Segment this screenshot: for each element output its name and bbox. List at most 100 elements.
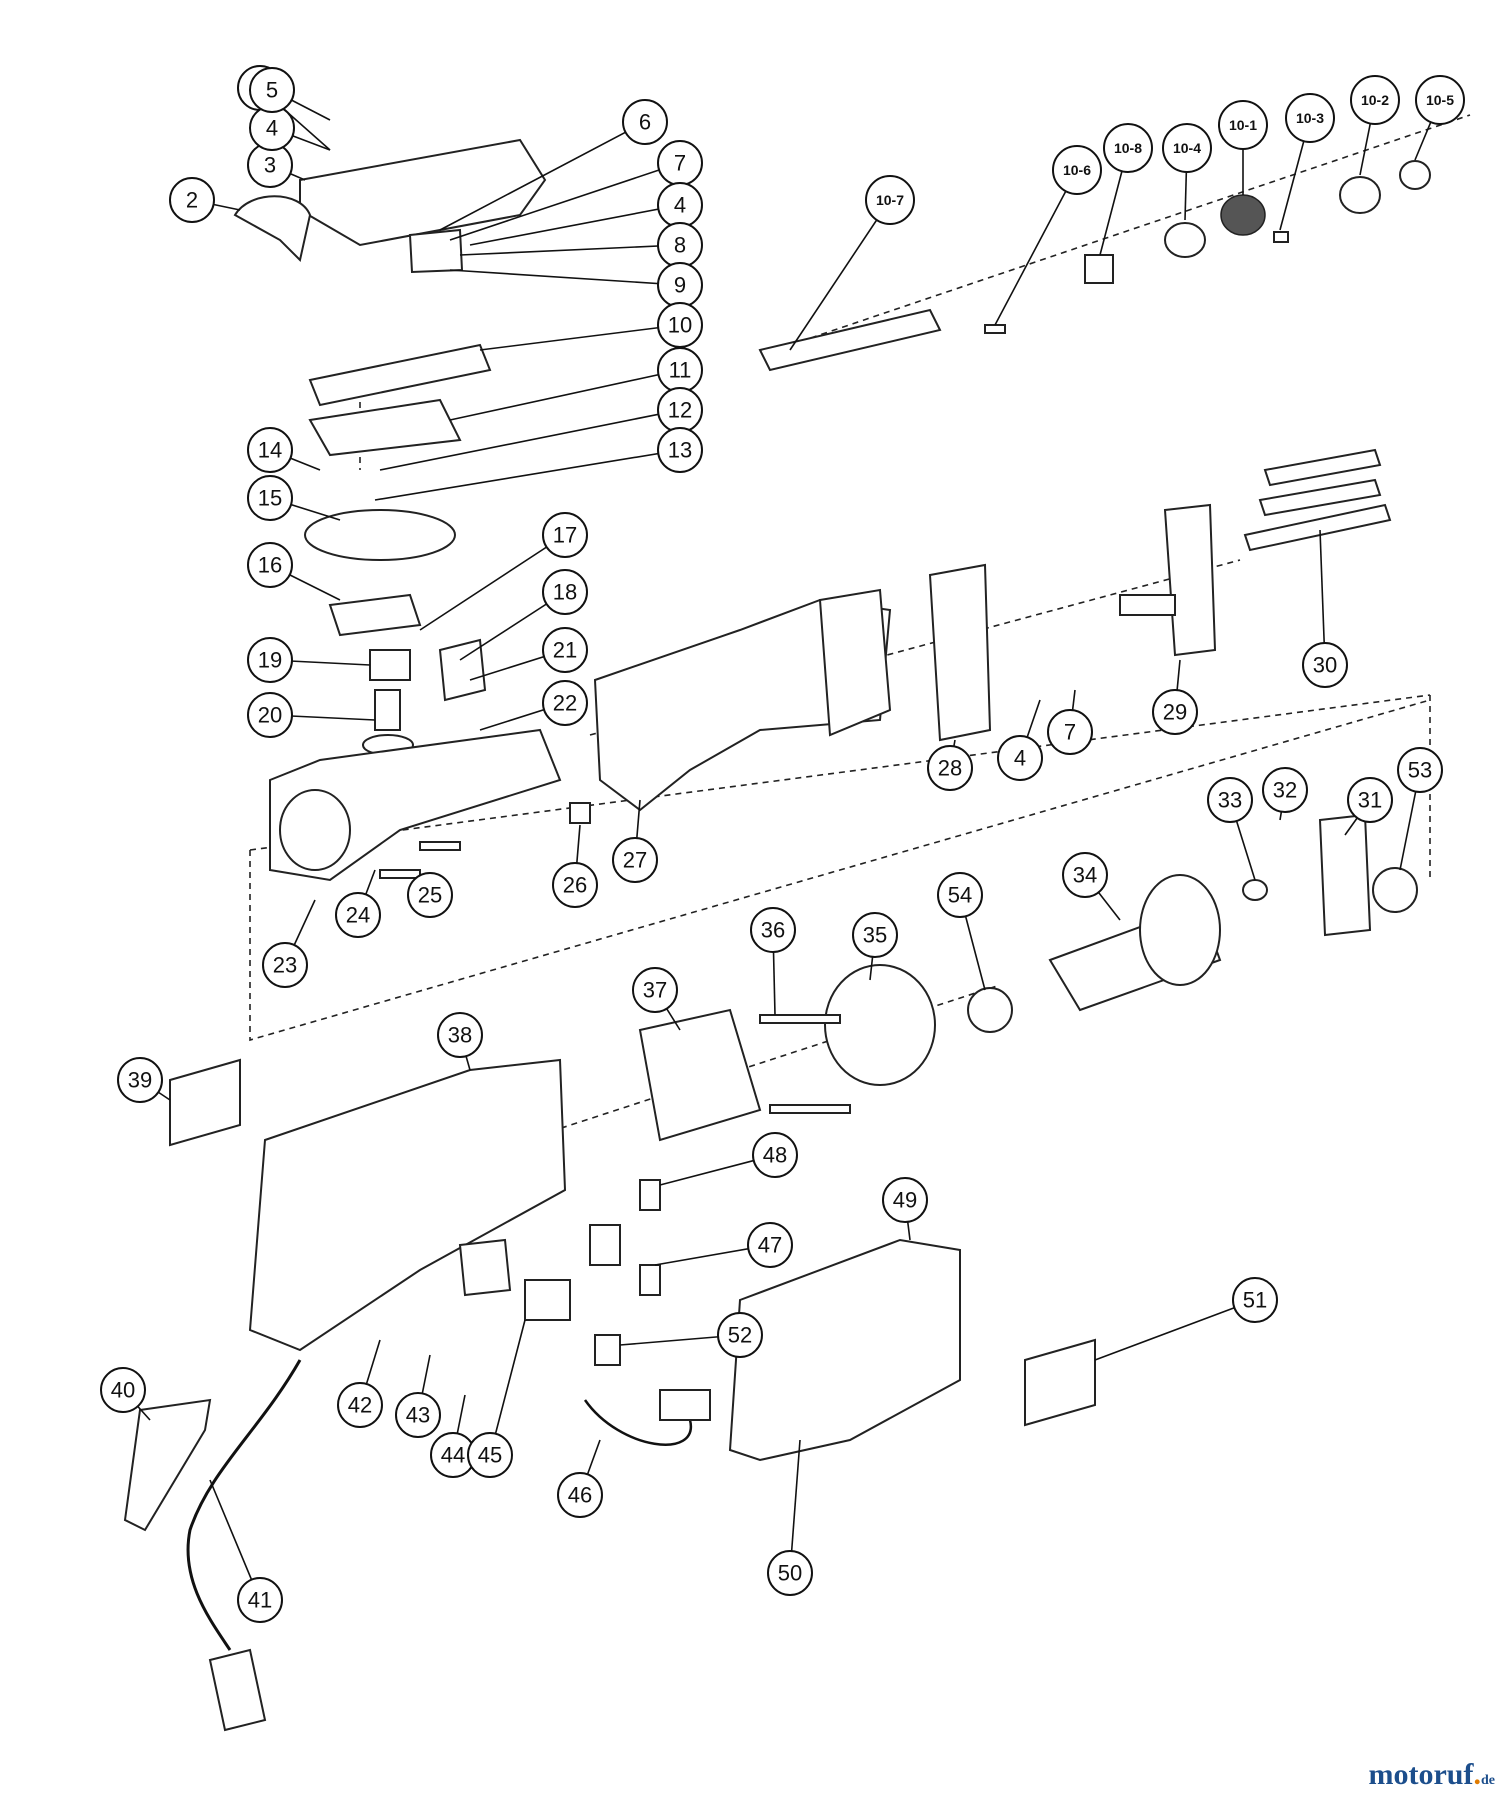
callout-10-2: 10-2 (1350, 75, 1400, 125)
callout-circle (612, 837, 658, 883)
callout-41: 41 (237, 1577, 283, 1623)
callout-circle (622, 99, 668, 145)
callout-circle (100, 1367, 146, 1413)
callout-42: 42 (337, 1382, 383, 1428)
callout-circle (717, 1312, 763, 1358)
power-cord (186, 1359, 302, 1651)
brush (639, 1264, 661, 1296)
callout-21: 21 (542, 627, 588, 673)
callout-circle (1218, 100, 1268, 150)
callout-number: 32 (1273, 778, 1297, 803)
armature-fan (1139, 874, 1221, 986)
leader-line-7 (449, 162, 681, 241)
callout-circle (865, 175, 915, 225)
callout-33: 33 (1207, 777, 1253, 823)
label-left (169, 1058, 241, 1147)
leader-line-10 (479, 324, 681, 351)
callout-number: 51 (1243, 1288, 1267, 1313)
callout-10-4: 10-4 (1162, 123, 1212, 173)
handle-group (169, 1058, 1096, 1462)
leader-line-4 (469, 204, 681, 246)
switch (589, 1224, 621, 1266)
plunger-group (758, 160, 1431, 372)
callout-number: 26 (563, 873, 587, 898)
motor-group (638, 813, 1418, 1142)
callout-number: 10 (668, 313, 692, 338)
spring-clip (408, 228, 464, 274)
cord-group (123, 1359, 711, 1732)
callout-number: 11 (669, 358, 692, 383)
callout-9: 9 (657, 262, 703, 308)
leader-line-11 (449, 369, 681, 421)
callout-circle (247, 637, 293, 683)
callout-number: 36 (761, 918, 785, 943)
callout-circle (1415, 75, 1465, 125)
pin (984, 324, 1006, 334)
callout-number: 49 (893, 1188, 917, 1213)
cord-guard (123, 1398, 212, 1532)
callout-17: 17 (542, 512, 588, 558)
callout-34: 34 (1062, 852, 1108, 898)
callout-number: 25 (418, 883, 442, 908)
callout-13: 13 (657, 427, 703, 473)
callout-12: 12 (657, 387, 703, 433)
callout-circle (1207, 777, 1253, 823)
callout-circle (407, 872, 453, 918)
callout-number: 28 (938, 756, 962, 781)
gear-wheel (304, 509, 456, 561)
callout-40: 40 (100, 1367, 146, 1413)
callout-16: 16 (247, 542, 293, 588)
callout-circle (1062, 852, 1108, 898)
callout-number: 48 (763, 1143, 787, 1168)
callout-circle (237, 1577, 283, 1623)
callout-36: 36 (750, 907, 796, 953)
callout-circle (997, 735, 1043, 781)
callout-20: 20 (247, 692, 293, 738)
callout-circle (467, 1432, 513, 1478)
callout-circle (117, 1057, 163, 1103)
callout-4: 4 (997, 735, 1043, 781)
callout-number: 8 (674, 233, 686, 258)
callout-circle (750, 907, 796, 953)
shaft (374, 689, 401, 731)
guide-plate (308, 398, 462, 457)
callout-circle (262, 942, 308, 988)
callout-circle (247, 427, 293, 473)
callout-29: 29 (1152, 689, 1198, 735)
ring (1164, 222, 1206, 258)
callout-number: 39 (128, 1068, 152, 1093)
speed-wheel (458, 1238, 512, 1297)
watermark-tld: de (1481, 1773, 1495, 1788)
callout-number: 40 (111, 1378, 135, 1403)
callout-circle (1350, 75, 1400, 125)
callout-number: 30 (1313, 653, 1337, 678)
callout-circle (542, 680, 588, 726)
terminal (594, 1334, 621, 1366)
watermark-brand: motoruf (1368, 1758, 1474, 1791)
callout-circle (752, 1132, 798, 1178)
callout-10-5: 10-5 (1415, 75, 1465, 125)
bolt (379, 869, 421, 879)
callout-circle (337, 1382, 383, 1428)
callout-number: 43 (406, 1403, 430, 1428)
callout-15: 15 (247, 475, 293, 521)
callout-number: 21 (553, 638, 577, 663)
callout-number: 3 (264, 153, 276, 178)
left-handle-housing (248, 1058, 567, 1352)
capacitor (524, 1279, 571, 1321)
callout-circle (395, 1392, 441, 1438)
callout-number: 27 (623, 848, 647, 873)
callout-number: 31 (1358, 788, 1382, 813)
callout-25: 25 (407, 872, 453, 918)
callout-35: 35 (852, 912, 898, 958)
callout-22: 22 (542, 680, 588, 726)
bolt (419, 841, 461, 851)
callout-number: 10-4 (1173, 140, 1201, 156)
callout-circle (169, 177, 215, 223)
callout-11: 11 (657, 347, 703, 393)
callout-23: 23 (262, 942, 308, 988)
callout-26: 26 (552, 862, 598, 908)
callout-number: 17 (553, 523, 577, 548)
bearing-54 (967, 987, 1013, 1033)
callout-31: 31 (1347, 777, 1393, 823)
